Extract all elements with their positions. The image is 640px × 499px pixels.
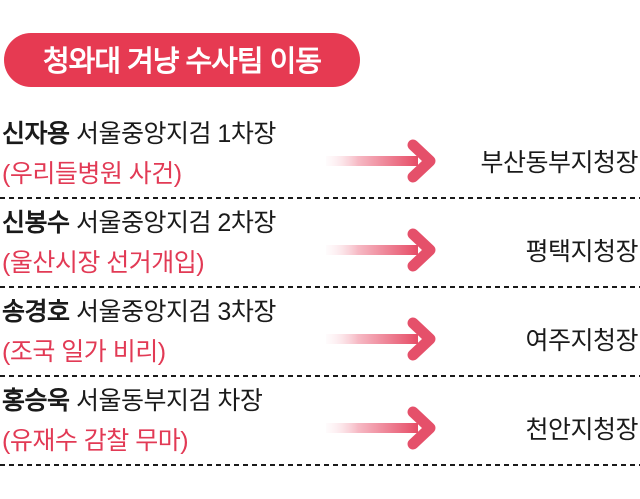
person-name: 송경호 [2, 298, 70, 326]
table-row: 홍승욱 서울동부지검 차장 (유재수 감찰 무마) 천안지청장 [0, 377, 640, 466]
person-name: 신자용 [2, 120, 70, 148]
person-line: 송경호 서울중앙지검 3차장 [2, 292, 332, 332]
arrow-right-icon [326, 317, 444, 361]
person-position: 서울중앙지검 2차장 [75, 209, 276, 237]
person-block: 신자용 서울중앙지검 1차장 (우리들병원 사건) [2, 114, 332, 194]
transfer-list: 신자용 서울중앙지검 1차장 (우리들병원 사건) 부산동부지청장 신봉수 서울… [0, 110, 640, 466]
title-banner: 청와대 겨냥 수사팀 이동 [4, 33, 360, 87]
person-line: 홍승욱 서울동부지검 차장 [2, 381, 332, 421]
arrow-right-icon [326, 139, 444, 183]
person-block: 홍승욱 서울동부지검 차장 (유재수 감찰 무마) [2, 381, 332, 461]
case-label: (우리들병원 사건) [2, 160, 182, 188]
person-name: 홍승욱 [2, 387, 70, 415]
person-block: 송경호 서울중앙지검 3차장 (조국 일가 비리) [2, 292, 332, 372]
person-block: 신봉수 서울중앙지검 2차장 (울산시장 선거개입) [2, 203, 332, 283]
destination-label: 부산동부지청장 [480, 149, 638, 177]
arrow-right-icon [326, 228, 444, 272]
table-row: 신봉수 서울중앙지검 2차장 (울산시장 선거개입) 평택지청장 [0, 199, 640, 288]
case-label: (유재수 감찰 무마) [2, 427, 189, 455]
person-line: 신자용 서울중앙지검 1차장 [2, 114, 332, 154]
table-row: 송경호 서울중앙지검 3차장 (조국 일가 비리) 여주지청장 [0, 288, 640, 377]
person-position: 서울동부지검 차장 [75, 387, 263, 415]
person-line: 신봉수 서울중앙지검 2차장 [2, 203, 332, 243]
destination-label: 평택지청장 [525, 238, 638, 266]
person-position: 서울중앙지검 1차장 [75, 120, 276, 148]
person-name: 신봉수 [2, 209, 70, 237]
person-position: 서울중앙지검 3차장 [75, 298, 276, 326]
case-label: (조국 일가 비리) [2, 338, 166, 366]
page-title: 청와대 겨냥 수사팀 이동 [43, 46, 322, 78]
arrow-right-icon [326, 406, 444, 450]
destination-label: 여주지청장 [525, 327, 638, 355]
destination-label: 천안지청장 [525, 416, 638, 444]
case-label: (울산시장 선거개입) [2, 249, 205, 277]
table-row: 신자용 서울중앙지검 1차장 (우리들병원 사건) 부산동부지청장 [0, 110, 640, 199]
